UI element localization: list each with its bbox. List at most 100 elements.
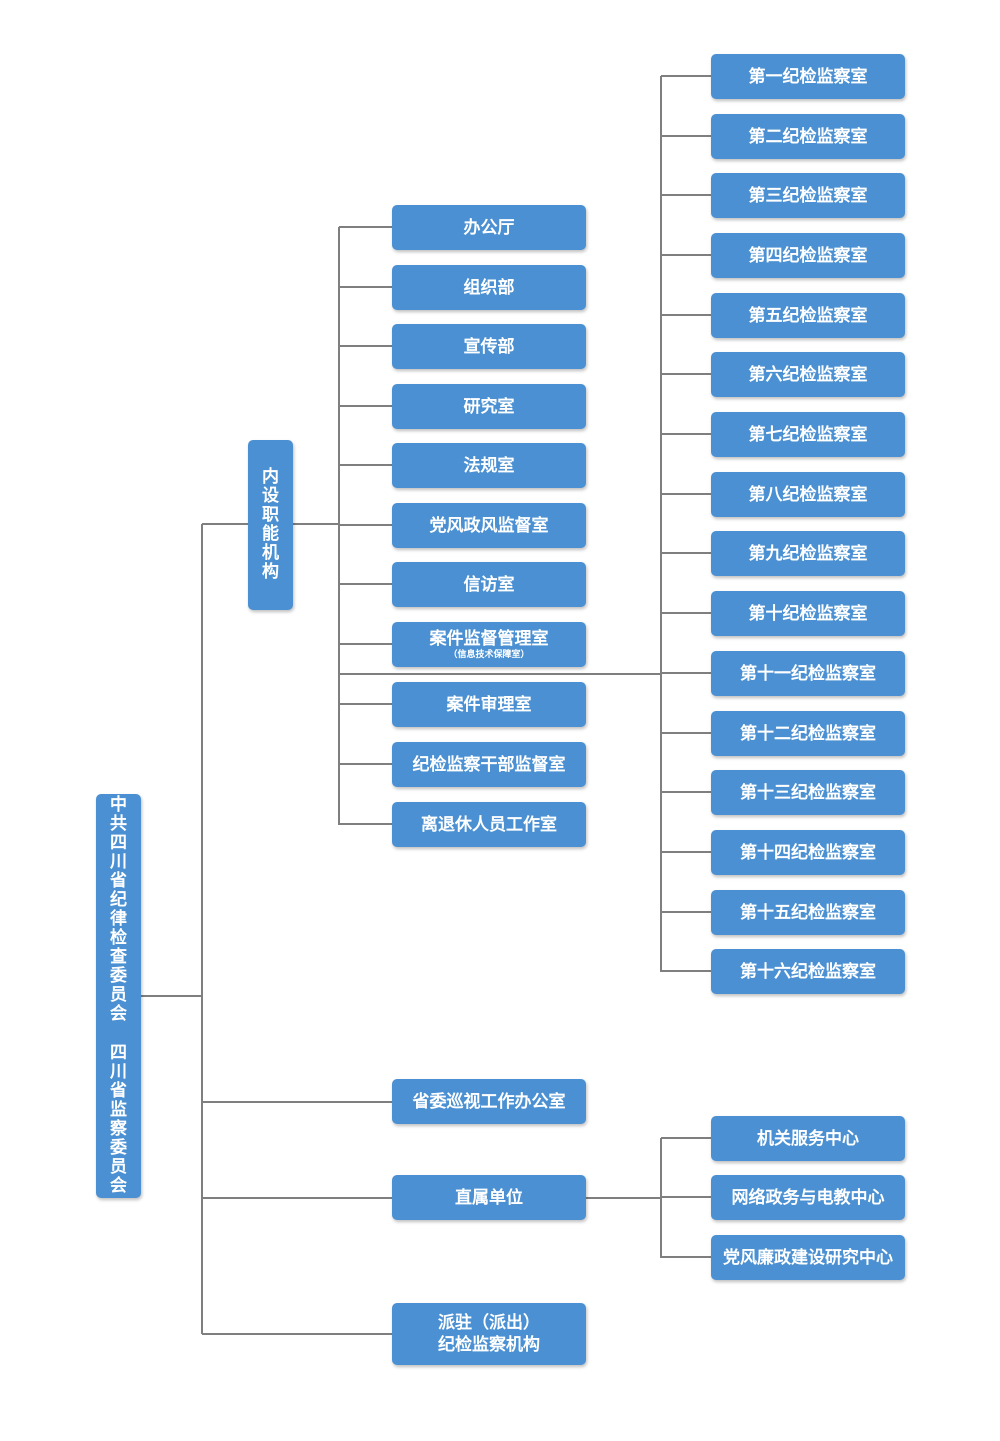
- connector-inspection-room: [661, 970, 711, 972]
- inspection-room-box: 第一纪检监察室: [711, 54, 905, 99]
- connector-department: [339, 345, 392, 347]
- inspection-room-box-label: 第九纪检监察室: [748, 543, 868, 564]
- connector-dispatched: [202, 1333, 392, 1335]
- department-box: 研究室: [392, 384, 586, 429]
- department-box: 案件监督管理室（信息技术保障室）: [392, 622, 586, 667]
- connector-department: [339, 823, 392, 825]
- connector-inspection-room: [661, 254, 711, 256]
- connector-affiliated-unit: [661, 1196, 711, 1198]
- inspection-room-box-label: 第十五纪检监察室: [740, 902, 876, 923]
- department-box: 宣传部: [392, 324, 586, 369]
- connector-affiliated-unit: [661, 1137, 711, 1139]
- department-box-sublabel: （信息技术保障室）: [448, 650, 530, 660]
- inspection-room-box-label: 第四纪检监察室: [748, 245, 868, 266]
- department-box-label: 纪检监察干部监督室: [412, 754, 566, 775]
- connector-affiliated-unit: [661, 1256, 711, 1258]
- inspection-room-box-label: 第二纪检监察室: [748, 126, 868, 147]
- department-box: 组织部: [392, 265, 586, 310]
- connector-inspection-room: [661, 911, 711, 913]
- department-box-label: 研究室: [463, 396, 515, 417]
- inspection-room-box-label: 第十六纪检监察室: [740, 961, 876, 982]
- dispatched-box-label-2: 纪检监察机构: [438, 1335, 540, 1355]
- department-box-label: 案件审理室: [446, 694, 532, 715]
- connector-inspection-room: [661, 373, 711, 375]
- inspection-office-box-label: 省委巡视工作办公室: [412, 1091, 566, 1112]
- department-box-label: 党风政风监督室: [429, 515, 549, 536]
- inspection-room-box: 第三纪检监察室: [711, 173, 905, 218]
- connector-department: [339, 524, 392, 526]
- connector-department: [339, 583, 392, 585]
- trunk-main: [201, 524, 203, 1334]
- inspection-room-box-label: 第十一纪检监察室: [740, 663, 876, 684]
- trunk-inspection-rooms: [660, 76, 662, 972]
- department-box-label: 办公厅: [463, 217, 515, 238]
- inspection-room-box: 第十二纪检监察室: [711, 711, 905, 756]
- connector-inspection-room: [661, 433, 711, 435]
- dispatched-box: 派驻（派出）纪检监察机构: [392, 1303, 586, 1365]
- affiliated-box-label: 直属单位: [455, 1187, 523, 1208]
- connector-inspection-room: [661, 791, 711, 793]
- connector-inspection-office: [202, 1101, 392, 1103]
- inspection-room-box: 第八纪检监察室: [711, 472, 905, 517]
- department-box: 党风政风监督室: [392, 503, 586, 548]
- connector-affiliated: [202, 1197, 392, 1199]
- connector-department: [339, 226, 392, 228]
- department-box-label: 离退休人员工作室: [421, 814, 557, 835]
- inspection-room-box: 第十纪检监察室: [711, 591, 905, 636]
- connector-department: [339, 286, 392, 288]
- inspection-room-box-label: 第七纪检监察室: [748, 424, 868, 445]
- connector-inspection-room: [661, 75, 711, 77]
- connector-inspection-room: [661, 314, 711, 316]
- dispatched-box-label: 派驻（派出）: [438, 1313, 540, 1333]
- connector-inspection-room: [661, 672, 711, 674]
- connector-root: [141, 995, 202, 997]
- trunk-affiliated-units: [660, 1138, 662, 1258]
- connector-department: [339, 464, 392, 466]
- internal-box-label: 内设职能机构: [262, 467, 279, 582]
- connector-inspection-room: [661, 732, 711, 734]
- department-box: 纪检监察干部监督室: [392, 742, 586, 787]
- department-box-label: 法规室: [463, 455, 515, 476]
- inspection-room-box: 第七纪检监察室: [711, 412, 905, 457]
- department-box-label: 信访室: [463, 574, 515, 595]
- connector-inspection-room: [661, 612, 711, 614]
- root-box: 中共四川省纪律检查委员会四川省监察委员会: [96, 794, 141, 1198]
- connector-department: [339, 703, 392, 705]
- connector-department: [339, 405, 392, 407]
- department-box: 信访室: [392, 562, 586, 607]
- inspection-room-box-label: 第十二纪检监察室: [740, 723, 876, 744]
- inspection-room-box: 第六纪检监察室: [711, 352, 905, 397]
- inspection-room-box-label: 第十纪检监察室: [748, 603, 868, 624]
- connector-affiliated-units: [586, 1197, 661, 1199]
- inspection-room-box-label: 第十四纪检监察室: [740, 842, 876, 863]
- internal-box: 内设职能机构: [248, 440, 293, 610]
- inspection-room-box-label: 第十三纪检监察室: [740, 782, 876, 803]
- affiliated-unit-box: 党风廉政建设研究中心: [711, 1235, 905, 1280]
- inspection-room-box-label: 第三纪检监察室: [748, 185, 868, 206]
- connector-department: [339, 763, 392, 765]
- inspection-room-box: 第十四纪检监察室: [711, 830, 905, 875]
- affiliated-unit-box-label: 机关服务中心: [757, 1128, 859, 1149]
- department-box: 案件审理室: [392, 682, 586, 727]
- inspection-room-box: 第二纪检监察室: [711, 114, 905, 159]
- connector-inspection-room: [661, 135, 711, 137]
- inspection-room-box-label: 第八纪检监察室: [748, 484, 868, 505]
- affiliated-unit-box: 网络政务与电教中心: [711, 1175, 905, 1220]
- connector-internal-departments: [293, 523, 339, 525]
- connector-department: [339, 643, 392, 645]
- affiliated-unit-box: 机关服务中心: [711, 1116, 905, 1161]
- root-box-label: 中共四川省纪律检查委员会四川省监察委员会: [110, 795, 127, 1196]
- affiliated-box: 直属单位: [392, 1175, 586, 1220]
- connector-inspection-room: [661, 194, 711, 196]
- inspection-room-box: 第十六纪检监察室: [711, 949, 905, 994]
- inspection-room-box: 第九纪检监察室: [711, 531, 905, 576]
- department-box-label: 组织部: [463, 277, 515, 298]
- department-box-label: 宣传部: [463, 336, 515, 357]
- connector-inspection-room: [661, 493, 711, 495]
- affiliated-unit-box-label: 网络政务与电教中心: [731, 1187, 885, 1208]
- connector-inspection-rooms: [339, 673, 661, 675]
- connector-internal: [202, 523, 248, 525]
- affiliated-unit-box-label: 党风廉政建设研究中心: [723, 1247, 893, 1268]
- inspection-room-box-label: 第六纪检监察室: [748, 364, 868, 385]
